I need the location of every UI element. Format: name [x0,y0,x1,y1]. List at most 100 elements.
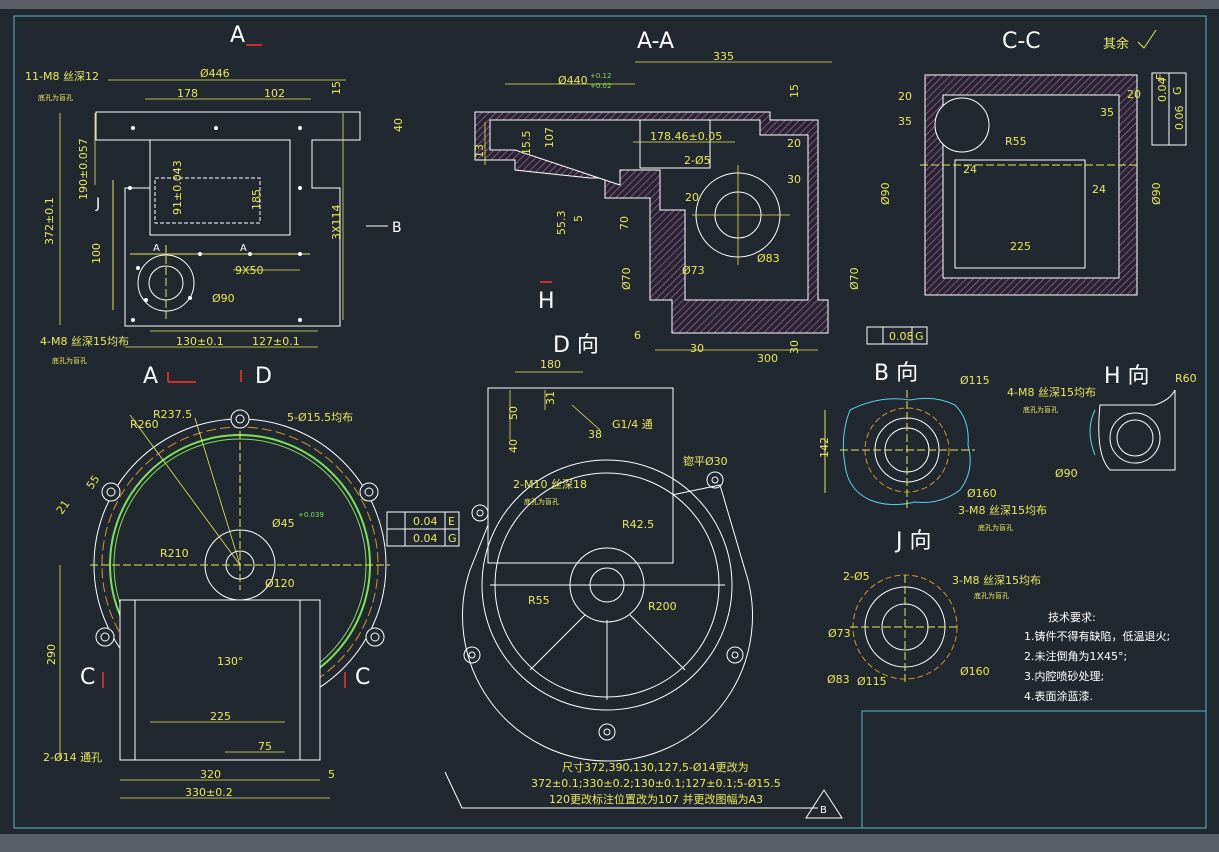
d-120: Ø120 [265,577,295,590]
flatness-value: 0.08 [889,330,914,343]
dim-190: 190±0.057 [77,138,90,200]
drawing-canvas[interactable]: A 11-M8 丝深12 底孔为盲孔 Ø446 178 102 15 40 19… [0,9,1219,834]
aa-dim-300: 300 [757,352,778,365]
dim-372: 372±0.1 [43,197,56,245]
d-5: 5 [328,768,335,781]
technical-notes: 技术要求: 1.铸件不得有缺陷，低温退火; 2.未注倒角为1X45°; 3.内腔… [1024,611,1170,703]
aa-dim-155: 15.5 [520,131,533,156]
b-view-body [824,390,975,510]
aa-dim-73: Ø73 [682,264,705,277]
j-view-body [850,574,960,685]
dv-40: 40 [507,439,520,453]
dv-31: 31 [544,391,557,405]
dim-d446: Ø446 [200,67,230,80]
dv-180: 180 [540,358,561,371]
aa-dim-553: 55.3 [555,211,568,236]
section-cc-title: C-C [1002,29,1041,54]
d-225: 225 [210,710,231,723]
aa-dim-107: 107 [543,127,556,148]
rev-note-1: 尺寸372,390,130,127,5-Ø14更改为 [562,760,749,774]
j-d83: Ø83 [827,673,850,686]
cc-dim-225: 225 [1010,240,1031,253]
flatness-frame [866,326,928,345]
aa-dim-30c: 30 [788,340,801,354]
aa-dim-30: 30 [787,173,801,186]
section-aa-body [474,111,829,334]
cc-dim-90a: Ø90 [879,182,892,205]
dim-130: 130±0.1 [176,335,224,348]
dv-m10-sub: 底孔为盲孔 [524,497,559,506]
dim-185: 185 [250,189,263,210]
b-thread-sub: 底孔为盲孔 [978,523,1013,532]
cc-tol1: 0.04 [1156,78,1169,103]
view-a-dims [59,79,346,348]
notes-line-3: 3.内腔喷砂处理; [1024,669,1104,683]
dim-3x114: 3X114 [330,204,343,240]
dim-127: 127±0.1 [252,335,300,348]
aa-dim-440-up: +0.12 [590,72,611,80]
thread-top-sub: 底孔为盲孔 [38,93,73,102]
aa-dim-440: Ø440 [558,74,588,87]
dv-r200: R200 [648,600,677,613]
view-d-flange [90,418,390,761]
aa-dim-178: 178.46±0.05 [650,130,722,143]
window-top-bar [0,0,1219,9]
dv-spot: 锪平Ø30 [683,455,728,468]
d-290: 290 [45,644,58,665]
label-c-right: C [355,665,370,690]
h-r60: R60 [1175,372,1197,385]
d-r210: R210 [160,547,189,560]
aa-dim-335: 335 [713,50,734,63]
label-a-small2: A [240,243,247,254]
thread-bottom: 4-M8 丝深15均布 [40,335,129,348]
aa-dim-70b: Ø70 [620,267,633,290]
j-d73: Ø73 [828,627,851,640]
d-5phi155: 5-Ø15.5均布 [287,411,353,424]
cc-dim-35b: 35 [1100,106,1114,119]
d-320: 320 [200,768,221,781]
h-thread-sub: 底孔为盲孔 [1023,405,1058,414]
dim-40: 40 [392,118,405,132]
section-d: D [255,364,272,389]
cc-dim-24b: 24 [1092,183,1106,196]
aa-dim-5: 5 [572,215,585,222]
aa-dim-20b: 20 [685,191,699,204]
d-r2375: R237.5 [153,408,192,421]
cc-dim-20b: 20 [1127,88,1141,101]
label-j: J [95,196,100,212]
dv-g14: G1/4 通 [612,418,653,431]
window-status-bar [0,834,1219,852]
d-view-title: D 向 [553,333,599,358]
h-d90: Ø90 [1055,467,1078,480]
aa-dim-70c: Ø70 [848,267,861,290]
rev-note-2: 372±0.1;330±0.2;130±0.1;127±0.1;5-Ø15.5 [531,777,781,790]
aa-dim-6: 6 [634,329,641,342]
dim-100: 100 [90,243,103,264]
h-view-body [1089,389,1176,471]
dv-m10: 2-M10 丝深18 [513,478,587,491]
d-fcf2-val: 0.04 [413,532,438,545]
d-21: 21 [54,498,73,517]
notes-line-4: 4.表面涂蓝漆. [1024,689,1093,703]
aa-dim-30b: 30 [690,342,704,355]
b-view-title: B 向 [874,361,918,386]
cc-tol2-ref: G [1171,86,1184,95]
b-d115: Ø115 [960,374,990,387]
b-d160: Ø160 [967,487,997,500]
d-55: 55 [84,473,103,492]
h-thread: 4-M8 丝深15均布 [1007,386,1096,399]
d-fcf1-ref: E [448,515,455,528]
cc-dim-24a: 24 [963,163,977,176]
cc-tol2: 0.06 [1173,106,1186,131]
dv-r55: R55 [528,594,550,607]
aa-dim-70a: 70 [618,216,631,230]
aa-dim-15: 15 [788,84,801,98]
thread-top: 11-M8 丝深12 [25,70,99,83]
d-fcf1-val: 0.04 [413,515,438,528]
roughness-rest: 其余 [1103,36,1129,52]
dim-91: 91±0.043 [171,160,184,215]
label-b: B [392,220,402,236]
aa-dim-440-dn: +0.02 [590,82,611,90]
h-view-title: H 向 [1104,364,1150,389]
sheet-border [13,15,1207,829]
